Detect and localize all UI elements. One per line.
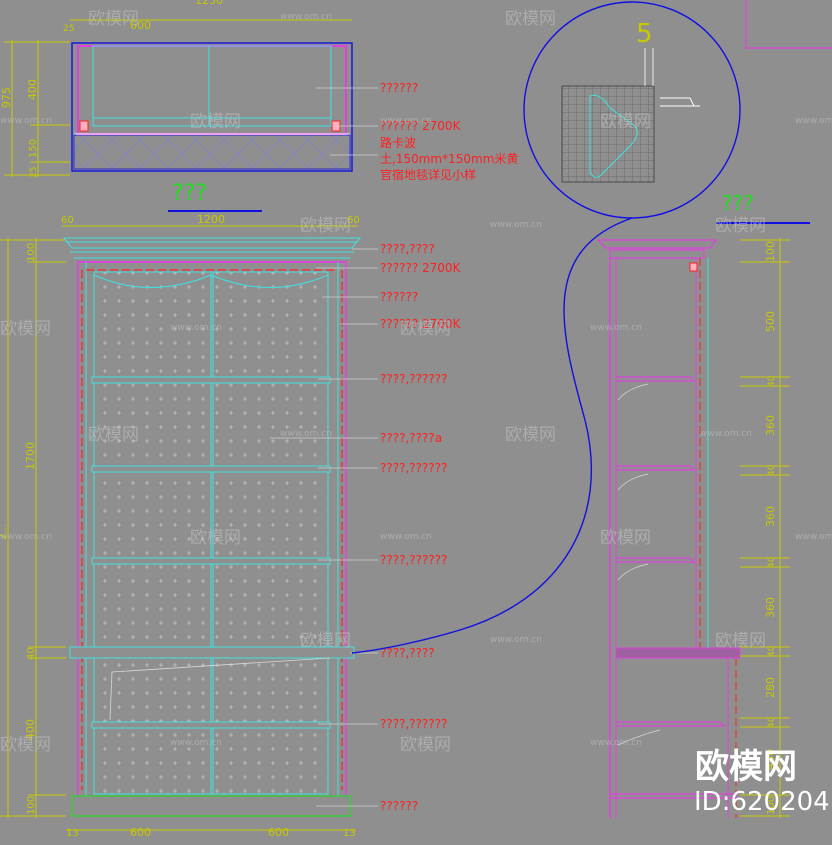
watermark-url: www.om.cn [170,738,222,748]
watermark-url: www.om.cn [280,429,332,439]
dim-label: 100 [766,796,777,815]
watermark-text: 欧模网 [300,631,351,651]
watermark-text: 欧模网 [715,631,766,651]
watermark-text: 欧模网 [0,735,51,755]
dim-label: 400 [764,749,777,770]
dim-label: 100 [764,241,777,262]
watermark-text: 欧模网 [88,425,139,445]
brand-logo-text: 欧模网 [695,747,797,787]
detail-callout: 5 [351,1,741,654]
dim-label: 40 [767,464,777,476]
front-elevation-view: 60 1200 60 100 1700 40 400 100 2... 13 6… [0,213,362,839]
annotation-text: ????,???? [380,242,435,256]
watermark-url: www.om.cn [795,532,832,542]
dim-label: 40 [767,556,777,568]
dim-label: 13 [343,828,356,839]
dim-label: 1700 [24,442,37,470]
watermark-url: www.om.cn [700,429,752,439]
watermark-url: www.om.cn [170,323,222,333]
annotation-group: ?????? ?????? 2700K 路卡波 土,150mm*150mm米黄 … [380,81,518,813]
dim-label: 60 [347,215,360,226]
watermark-text: 欧模网 [400,319,451,339]
dim-label: 1250 [195,0,223,7]
annotation-text: ????,?????? [380,553,448,567]
dim-label: 500 [764,311,777,332]
watermark-text: 欧模网 [600,528,651,548]
watermark-text: 欧模网 [0,319,51,339]
dim-label: 40 [767,716,777,728]
dim-label: 150 [28,139,39,158]
dim-label: 13 [66,828,79,839]
watermark-text: 欧模网 [190,112,241,132]
watermark-text: 欧模网 [88,9,139,29]
annotation-text: ?????? [380,799,418,813]
watermark-text: 欧模网 [400,735,451,755]
watermark-text: 欧模网 [300,216,351,236]
dim-label: 600 [268,826,289,839]
top-plan-view: 1250 600 25 975 400 150 25 [0,0,353,178]
dim-label: 40 [767,375,777,387]
watermark-url: www.om.cn [795,116,832,126]
leader-lines [270,87,378,807]
dim-label: 40 [26,647,37,660]
watermark-text: 欧模网 [505,9,556,29]
dim-label: 600 [130,826,151,839]
dim-label: 60 [61,215,74,226]
annotation-text: ????,?????? [380,461,448,475]
annotation-text: ?????? [380,290,418,304]
dim-label: 100 [26,796,37,815]
annotation-text: ?????? 2700K [380,317,462,331]
annotation-text: ?????? 2700K [380,119,462,133]
annotation-text: 土,150mm*150mm米黄 [380,152,518,166]
watermark-url: www.om.cn [280,12,332,22]
dim-label: 360 [764,597,777,618]
plan-title: ??? [172,181,207,206]
annotation-text: ????,?????? [380,717,448,731]
watermark-text: 欧模网 [600,112,651,132]
dim-label: 100 [26,243,37,262]
watermark-url: www.om.cn [590,738,642,748]
watermark-url: www.om.cn [590,323,642,333]
annotation-text: 路卡波 [380,135,416,150]
dim-label: 40 [767,645,777,657]
dim-label: 25 [29,167,39,178]
watermark-url: www.om.cn [0,532,52,542]
annotation-text: ?????? [380,81,418,95]
dim-label: 360 [764,506,777,527]
dim-label: 25 [63,24,74,34]
section-title: ??? [722,191,754,215]
dim-label: 975 [0,87,13,108]
annotation-text: ????,?????? [380,372,448,386]
detail-number: 5 [636,19,653,49]
watermark-text: 欧模网 [190,528,241,548]
annotation-text: 官宿地毯详见小样 [380,167,476,182]
dim-label: 360 [764,415,777,436]
watermark-url: www.om.cn [490,220,542,230]
watermark-url: www.om.cn [380,116,432,126]
watermark-url: www.om.cn [380,532,432,542]
watermark-url: www.om.cn [0,116,52,126]
annotation-text: ????,???? [380,646,435,660]
watermark-layer: 欧模网 欧模网 欧模网 欧模网 欧模网 欧模网 欧模网 欧模网 欧模网 欧模网 … [0,9,766,755]
section-view: 100 500 40 360 40 360 40 360 40 280 40 4… [596,238,790,818]
model-id-text: ID:620204 [694,787,830,817]
dim-label: 280 [764,677,777,698]
watermark-text: 欧模网 [505,425,556,445]
watermark-url: www.om.cn [490,635,542,645]
dim-label: 1200 [197,213,225,226]
annotation-text: ????,????a [380,431,442,445]
dim-label: 600 [130,19,151,32]
watermark-text: 欧模网 [715,216,766,236]
annotation-text: ?????? 2700K [380,261,462,275]
dim-label: 400 [24,719,37,740]
corner-frame-line [745,0,832,49]
dim-label: 400 [26,79,39,100]
dim-label: 2... [0,524,9,540]
watermark-url-layer: www.om.cn www.om.cn www.om.cn www.om.cn … [0,12,832,748]
